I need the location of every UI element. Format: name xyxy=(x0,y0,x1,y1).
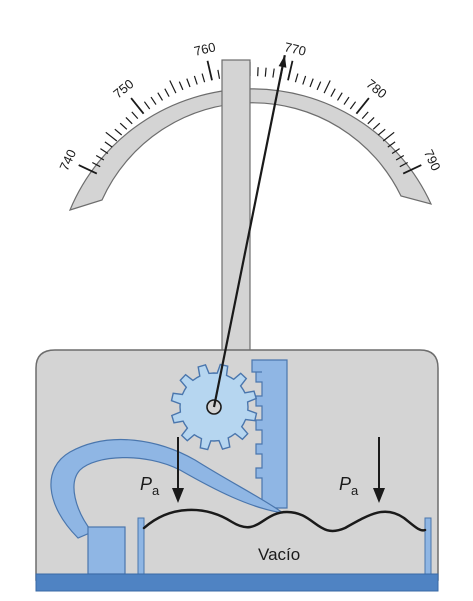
dial-ticks xyxy=(78,60,422,175)
dial-tick xyxy=(206,60,213,81)
dial-tick xyxy=(316,81,322,91)
pressure-arrow-left xyxy=(172,437,184,503)
dial-tick xyxy=(309,78,314,88)
dial-tick xyxy=(131,111,139,120)
dial-tick xyxy=(264,67,267,77)
dial-tick xyxy=(125,116,133,125)
support-bar xyxy=(221,59,251,366)
pressure-label-right: Pa xyxy=(339,474,359,498)
dial-tick xyxy=(119,122,128,130)
dial-tick xyxy=(272,68,275,78)
dial-tick xyxy=(100,148,109,155)
dial-tick xyxy=(193,75,198,85)
dial-tick xyxy=(287,60,294,81)
dial-tick xyxy=(201,73,206,83)
dial-tick xyxy=(157,92,164,101)
dial-tick-label: 760 xyxy=(193,39,218,58)
dial-tick-label: 780 xyxy=(363,76,389,101)
dial-tick xyxy=(92,161,101,168)
dial-tick xyxy=(114,128,123,136)
dial-tick xyxy=(367,116,375,125)
dial-tick xyxy=(391,148,400,155)
diaphragm xyxy=(142,508,427,533)
dial-tick xyxy=(150,96,157,105)
dial-tick xyxy=(395,154,405,161)
dial-tick xyxy=(178,81,184,91)
dial-tick xyxy=(336,92,343,101)
dial-tick xyxy=(382,131,395,142)
vacuum-label: Vacío xyxy=(258,545,300,564)
dial-tick xyxy=(164,88,170,97)
dial-scale-arc xyxy=(68,88,433,211)
dial-tick xyxy=(294,73,299,83)
gear-rack xyxy=(251,359,288,509)
dial-tick xyxy=(302,75,307,85)
dial-tick xyxy=(402,164,422,175)
dial-tick-label: 740 xyxy=(56,147,79,173)
dial-tick xyxy=(343,96,350,105)
dial-tick xyxy=(377,128,386,136)
dial-tick xyxy=(355,97,370,115)
pressure-label-left: Pa xyxy=(140,474,160,498)
fulcrum-block xyxy=(87,526,126,575)
dial-tick xyxy=(186,78,191,88)
dial-tick xyxy=(78,164,98,175)
dial-tick xyxy=(130,97,145,115)
dial-tick xyxy=(323,80,331,94)
dial-tick xyxy=(143,101,151,110)
dial-tick xyxy=(361,111,369,120)
dial-tick-label: 750 xyxy=(110,76,136,101)
dial-tick xyxy=(104,141,113,148)
dial-tick xyxy=(169,80,177,94)
dial-tick-label: 770 xyxy=(283,39,308,58)
dial-tick xyxy=(105,131,118,142)
base-plate xyxy=(35,573,439,592)
dial-tick-label: 790 xyxy=(421,147,444,173)
chamber-wall-right xyxy=(424,517,432,575)
needle-arrowhead xyxy=(278,55,287,68)
chamber-wall-left xyxy=(137,517,145,575)
pressure-arrow-right xyxy=(373,437,385,503)
dial-tick xyxy=(217,69,221,79)
dial-tick xyxy=(330,88,336,97)
dial-tick xyxy=(372,122,381,130)
dial-tick xyxy=(399,161,408,168)
dial-needle xyxy=(212,54,286,408)
dial-tick xyxy=(349,101,357,110)
dial-tick xyxy=(95,154,105,161)
dial-tick xyxy=(387,141,396,148)
